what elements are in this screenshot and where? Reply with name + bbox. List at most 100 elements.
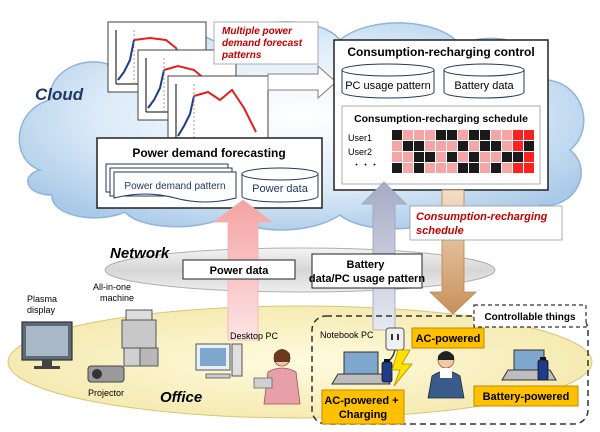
schedule-cell [392, 141, 402, 151]
schedule-cell [414, 163, 424, 173]
cloud-label: Cloud [35, 85, 84, 104]
notebook-pc-label: Notebook PC [320, 330, 374, 340]
power-data-arrow-label: Power data [210, 265, 270, 277]
schedule-user-1: User1 [348, 133, 372, 143]
controllable-things-group [311, 315, 589, 425]
battery-powered-label: Battery-powered [483, 391, 570, 403]
plasma-display-line-2: display [27, 305, 56, 315]
schedule-cell [469, 163, 479, 173]
ac-charging-badge: AC-powered + Charging [321, 389, 405, 425]
schedule-callout-line-2: schedule [416, 225, 464, 237]
schedule-title: Consumption-recharging schedule [354, 113, 528, 125]
schedule-cell [425, 163, 435, 173]
schedule-cell [436, 130, 446, 140]
forecasting-title: Power demand forecasting [132, 146, 285, 160]
office-worker-icon [253, 349, 301, 405]
schedule-cell [392, 163, 402, 173]
schedule-grid [392, 130, 534, 173]
schedule-cell [425, 130, 435, 140]
battery-icon-2 [537, 357, 549, 381]
battery-pc-label-line-1: Battery [347, 259, 386, 271]
note-line-2: demand forecast [222, 38, 303, 49]
schedule-cell [392, 130, 402, 140]
schedule-cell [425, 141, 435, 151]
schedule-cell [480, 141, 490, 151]
schedule-cell [403, 141, 413, 151]
network-label: Network [110, 245, 170, 262]
schedule-cell [458, 163, 468, 173]
svg-text:Multiple power demand fo: Multiple power demand forecast patterns [221, 26, 305, 61]
schedule-cell [513, 152, 523, 162]
schedule-cell [447, 141, 457, 151]
battery-pc-label-line-2: data/PC usage pattern [309, 273, 425, 285]
notebook-pc-icon-1 [331, 351, 391, 385]
schedule-cell [502, 163, 512, 173]
projector-icon [87, 365, 125, 383]
schedule-cell [502, 152, 512, 162]
schedule-cell [524, 163, 534, 173]
schedule-cell [491, 141, 501, 151]
schedule-cell [491, 152, 501, 162]
note-line-3: patterns [221, 50, 262, 61]
forecast-patterns-note: Multiple power demand forecast patterns [213, 21, 319, 65]
schedule-cell [414, 152, 424, 162]
schedule-callout-box: Consumption-recharging schedule [409, 205, 563, 241]
schedule-cell [436, 163, 446, 173]
schedule-cell [513, 130, 523, 140]
controllable-things-label: Controllable things [484, 312, 576, 323]
schedule-cell [403, 163, 413, 173]
svg-text:Consumption-recharging s: Consumption-recharging schedule [416, 211, 550, 237]
battery-pc-arrow-label-box: Battery data/PC usage pattern [309, 253, 425, 289]
ac-powered-badge: AC-powered [411, 327, 485, 349]
schedule-cell [447, 163, 457, 173]
schedule-cell [513, 141, 523, 151]
ac-charging-line-2: Charging [339, 409, 387, 421]
schedule-cell [469, 130, 479, 140]
schedule-cell [392, 152, 402, 162]
schedule-cell [480, 163, 490, 173]
forecast-to-control-arrow [267, 64, 337, 100]
schedule-cell [513, 163, 523, 173]
schedule-cell [436, 152, 446, 162]
schedule-cell [447, 130, 457, 140]
control-battery-label: Battery data [454, 80, 514, 92]
schedule-cell [469, 152, 479, 162]
all-in-one-line-2: machine [100, 293, 134, 303]
schedule-cell [414, 141, 424, 151]
schedule-user-2: User2 [348, 147, 372, 157]
schedule-cell [469, 141, 479, 151]
schedule-cell [436, 141, 446, 151]
schedule-cell [403, 152, 413, 162]
control-pc-usage-label: PC usage pattern [345, 80, 431, 92]
schedule-cell [403, 130, 413, 140]
lightning-icon [391, 349, 413, 387]
power-demand-forecasting-box: Power demand forecasting Power demand pa… [96, 137, 323, 209]
svg-text:Plasma display: Plasma display [27, 294, 60, 315]
office-worker-2-icon [427, 351, 465, 399]
svg-text:All-in-one machine: All-in-one machine [93, 282, 134, 303]
ac-charging-line-1: AC-powered + [324, 395, 398, 407]
forecast-pattern-chart-3 [167, 75, 269, 149]
schedule-cell [425, 152, 435, 162]
schedule-cell [480, 152, 490, 162]
all-in-one-machine-icon [121, 309, 159, 367]
plasma-display-line-1: Plasma [27, 294, 57, 304]
schedule-cell [491, 130, 501, 140]
plasma-display-icon [21, 321, 73, 369]
controllable-things-label-box: Controllable things [473, 304, 587, 328]
schedule-cell [502, 141, 512, 151]
desktop-pc-icon [195, 343, 243, 379]
schedule-cell [524, 141, 534, 151]
ac-powered-label: AC-powered [416, 333, 481, 345]
battery-icon-1 [381, 359, 393, 383]
schedule-cell [502, 130, 512, 140]
forecasting-pattern-label: Power demand pattern [124, 181, 225, 192]
schedule-cell [458, 130, 468, 140]
schedule-cell [524, 152, 534, 162]
all-in-one-line-1: All-in-one [93, 282, 131, 292]
control-title: Consumption-recharging control [347, 45, 534, 59]
schedule-cell [480, 130, 490, 140]
schedule-cell [458, 152, 468, 162]
svg-text:Battery data/PC usage pa: Battery data/PC usage pattern [309, 259, 425, 285]
